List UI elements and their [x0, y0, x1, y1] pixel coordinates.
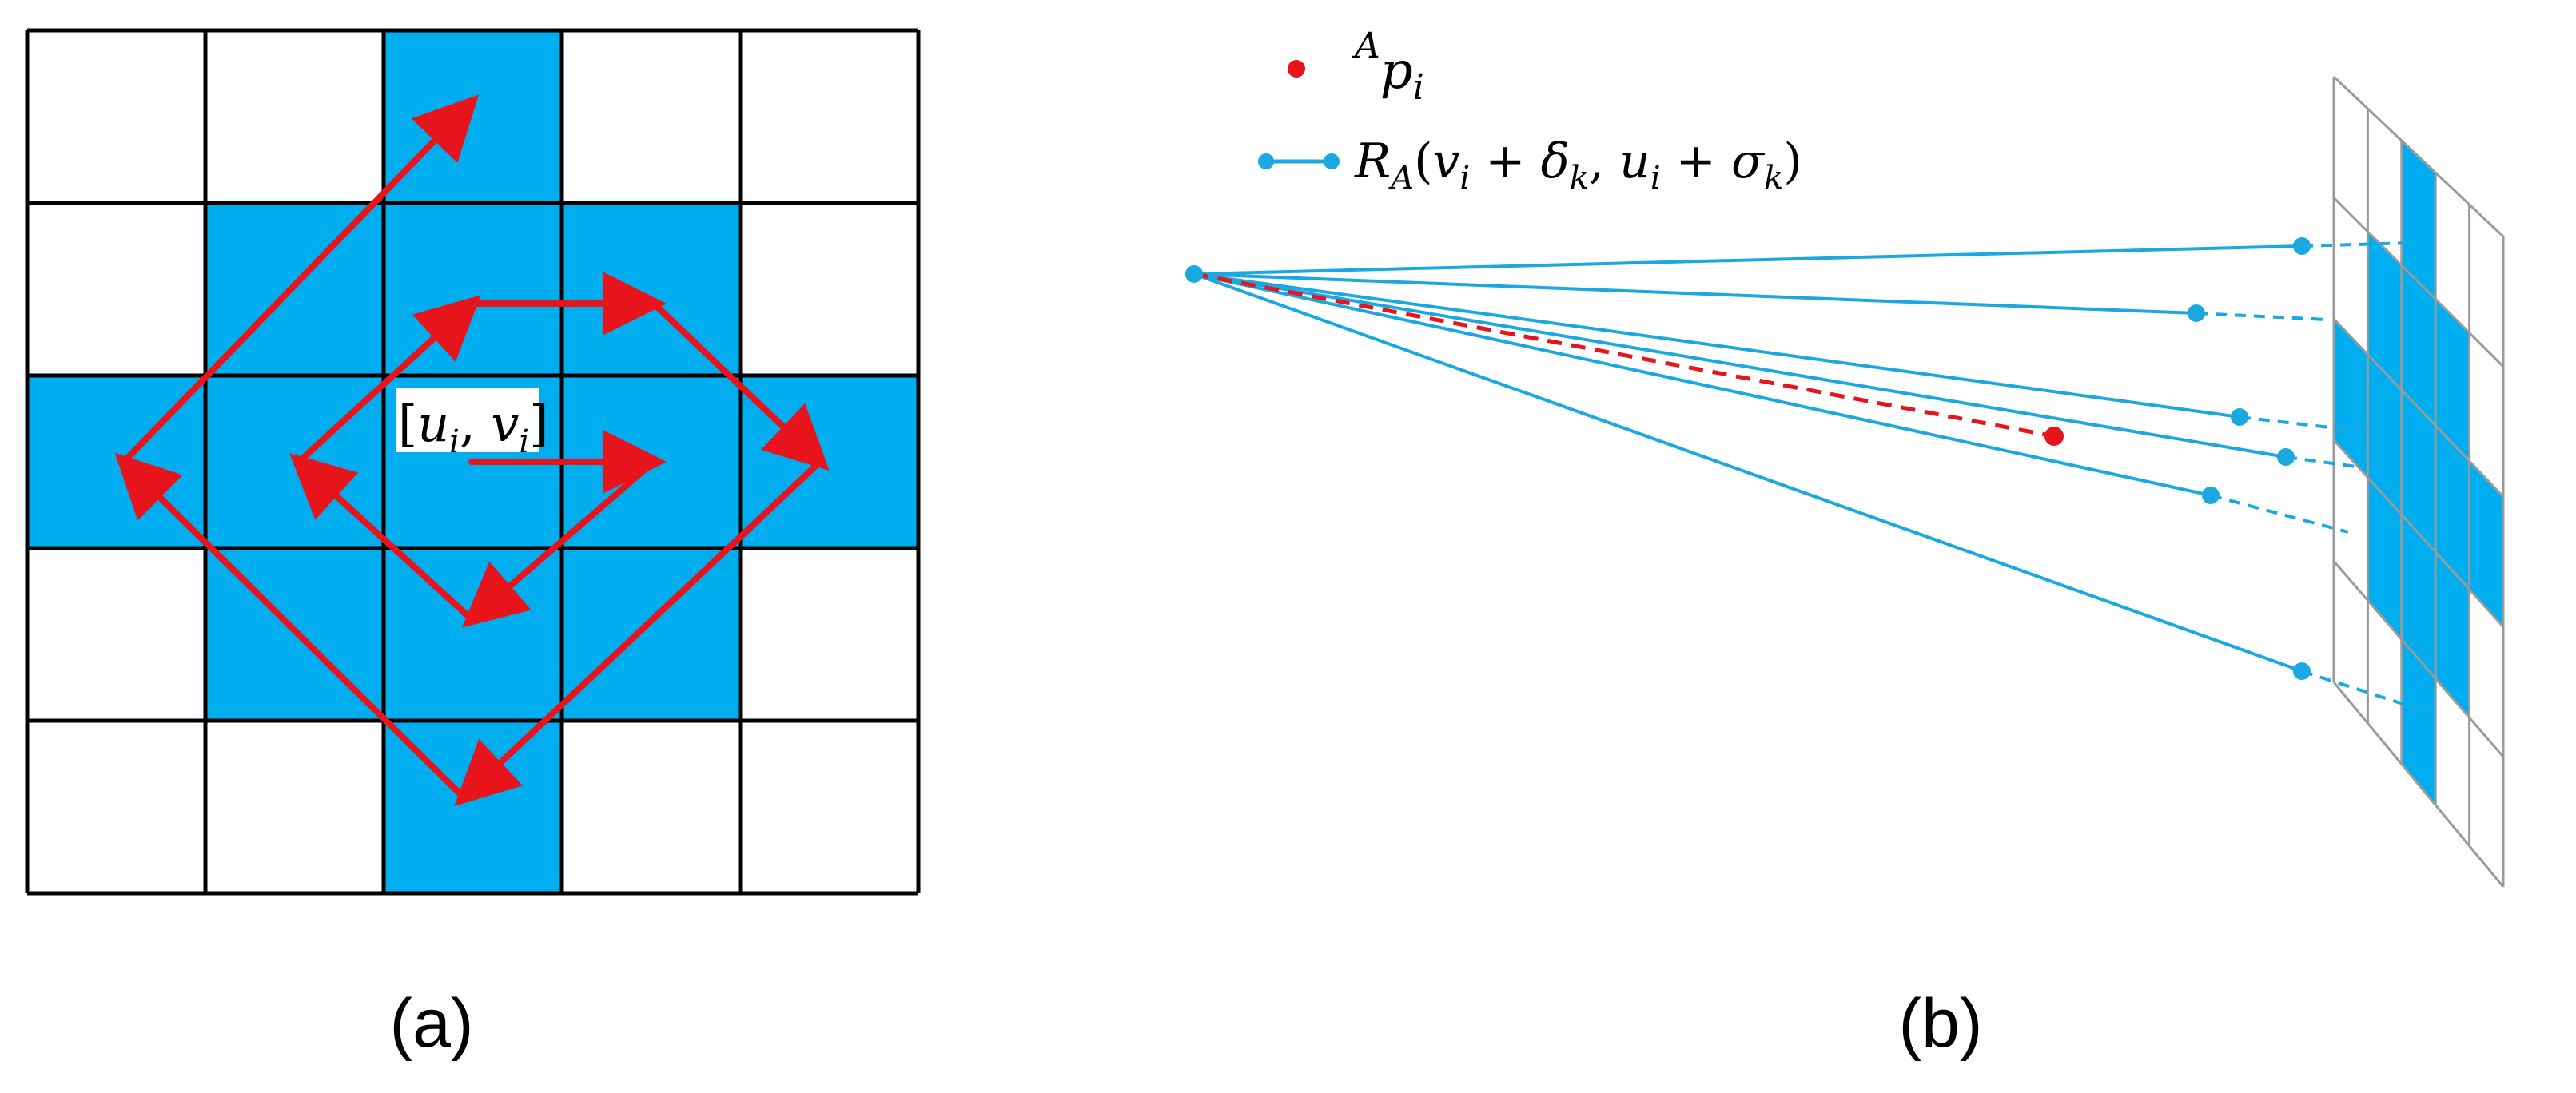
- plane-grid-line: [2332, 75, 2505, 238]
- ray-line: [1193, 272, 2240, 419]
- point-ray-dashed: [1193, 272, 2055, 439]
- plane-grid-line: [2332, 197, 2505, 368]
- ray-line: [1193, 272, 2303, 673]
- plane-grid-line: [2332, 560, 2505, 758]
- center-label: [ui, vi]: [398, 395, 548, 460]
- spiral-arrow: [651, 300, 830, 471]
- plane-cell-filled: [2401, 265, 2436, 426]
- ray-extension-dashed: [2210, 494, 2349, 534]
- panel-b: Api RA(vi + δk, ui + σk): [1185, 26, 2505, 888]
- ray-line: [1193, 272, 2197, 315]
- grid-cell-filled: [562, 548, 740, 721]
- ray-extension-dashed: [2301, 241, 2411, 248]
- plane-cell-filled: [2401, 141, 2436, 300]
- plane-cell-filled: [2367, 354, 2402, 515]
- plane-grid-line: [2332, 439, 2505, 628]
- plane-cell-filled: [2401, 639, 2436, 805]
- center-label-group: [ui, vi]: [396, 388, 548, 460]
- plane-cell-filled: [2401, 515, 2436, 679]
- ray-sample-dot: [2293, 662, 2311, 680]
- grid-cell-filled: [384, 203, 562, 376]
- ray-sample-dot: [2277, 448, 2295, 466]
- plane-cell-filled: [2435, 425, 2470, 590]
- plane-grid-line: [2332, 318, 2505, 498]
- image-plane: [2332, 75, 2505, 888]
- ray-sample-dot: [2231, 408, 2248, 426]
- grid-lines: [25, 28, 921, 896]
- spiral-arrow: [114, 452, 467, 801]
- spiral-arrow: [454, 459, 823, 806]
- plane-cell-filled: [2435, 552, 2470, 718]
- legend: Api RA(vi + δk, ui + σk): [1258, 26, 1802, 197]
- ray-sample-dot: [2188, 304, 2205, 322]
- spiral-path: [114, 94, 830, 806]
- grid-cell-filled: [562, 203, 740, 376]
- plane-cell-filled: [2367, 477, 2402, 640]
- spiral-arrow: [289, 453, 475, 622]
- plane-cell-filled: [2401, 390, 2436, 552]
- caption-a: (a): [389, 985, 473, 1062]
- plane-cell-filled: [2367, 231, 2402, 391]
- legend-point-label: Api: [1352, 26, 1424, 108]
- rays: [1185, 237, 2421, 711]
- spiral-arrow: [121, 94, 480, 465]
- caption-b: (b): [1898, 985, 1982, 1062]
- camera-center-dot: [1185, 265, 1203, 283]
- grid-cell-filled: [384, 548, 562, 721]
- ray-extension-dashed: [2301, 670, 2421, 711]
- ray-line: [1193, 244, 2303, 276]
- plane-grid-line: [2332, 682, 2505, 888]
- legend-ray-marker-dot-right: [1324, 153, 1340, 169]
- plane-cell-filled: [2435, 299, 2470, 462]
- legend-ray-marker-dot-left: [1258, 153, 1274, 169]
- plane-cell-filled: [2469, 461, 2503, 627]
- legend-ray-label: RA(vi + δk, ui + σk): [1354, 133, 1802, 197]
- ray-extension-dashed: [2196, 312, 2328, 321]
- ray-line: [1193, 272, 2212, 497]
- ray-sample-dot: [2293, 237, 2311, 255]
- grid-cell-filled: [740, 376, 918, 548]
- center-label-background: [396, 388, 539, 452]
- spiral-arrow: [296, 295, 481, 465]
- legend-point-marker: [1288, 60, 1305, 78]
- ray-line: [1193, 272, 2287, 459]
- grid-cell-filled: [384, 30, 562, 203]
- ray-extension-dashed: [2239, 415, 2365, 433]
- point-marker: [2044, 427, 2064, 446]
- plane-cell-filled: [2334, 319, 2368, 478]
- ray-sample-dot: [2202, 487, 2220, 504]
- ray-extension-dashed: [2285, 455, 2357, 468]
- spiral-arrow: [461, 459, 657, 628]
- grid-cell-filled: [205, 376, 384, 548]
